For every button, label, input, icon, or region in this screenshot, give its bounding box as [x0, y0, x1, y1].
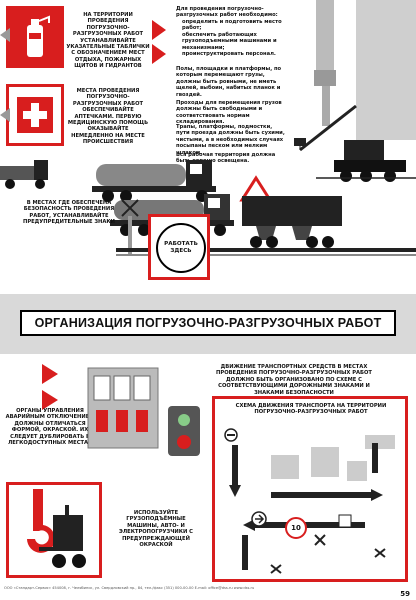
prep-intro: Для проведения погрузочно-разгрузочных р… — [176, 6, 278, 19]
traffic-scheme: СХЕМА ДВИЖЕНИЯ ТРАНСПОРТА НА ТЕРРИТОРИИ … — [212, 396, 408, 582]
speed-limit-value: 10 — [291, 524, 301, 532]
floors-text: Полы, площадки и платформы, по которым п… — [176, 66, 282, 98]
first-aid-text: МЕСТА ПРОВЕДЕНИЯ ПОГРУЗОЧНО-РАЗГРУЗОЧНЫХ… — [67, 88, 149, 146]
hook-forklift-icon — [27, 489, 86, 568]
page-number: 59 — [400, 590, 410, 598]
fire-extinguisher-icon — [9, 9, 61, 65]
prep-bullet-2: обеспечить работающих грузоподъемными ма… — [182, 32, 277, 51]
prep-bullet-1: определить и подготовить место работ; — [182, 19, 282, 32]
work-here-circle: РАБОТАТЬ ЗДЕСЬ — [156, 223, 206, 273]
traffic-scheme-diagram — [224, 428, 395, 574]
arrow-left-icon — [0, 108, 10, 122]
red-arrows-decor — [42, 364, 58, 410]
emergency-control-panel — [87, 367, 200, 456]
traffic-text: ДВИЖЕНИЕ ТРАНСПОРТНЫХ СРЕДСТВ В МЕСТАХ П… — [216, 364, 372, 396]
signs-text: НА ТЕРРИТОРИИ ПРОВЕДЕНИЯ ПОГРУЗОЧНО-РАЗГ… — [66, 12, 150, 70]
controls-text: ОРГАНЫ УПРАВЛЕНИЯ АВАРИЙНЫМ ОТКЛЮЧЕНИЕМ … — [5, 408, 95, 447]
lighting-text: Вся рабочая территория должна быть хорош… — [176, 152, 276, 165]
prep-bullet-3: проинструктировать персонал. — [182, 51, 276, 57]
scheme-title: СХЕМА ДВИЖЕНИЯ ТРАНСПОРТА НА ТЕРРИТОРИИ … — [235, 403, 387, 416]
passages-text: Проходы для перемещения грузов должны бы… — [176, 100, 282, 126]
first-aid-sign — [6, 84, 64, 146]
ramps-text: Трапы, платформы, подмостки, пути проезд… — [176, 124, 285, 156]
crane-illustration — [294, 0, 416, 182]
work-here-label: РАБОТАТЬ ЗДЕСЬ — [164, 241, 198, 254]
fire-extinguisher-sign — [6, 6, 64, 68]
machines-text: ИСПОЛЬЗУЙТЕ ГРУЗОПОДЪЁМНЫЕ МАШИНЫ, АВТО-… — [119, 510, 193, 549]
footer-publisher: ООО «Стандарт-Сервис» 454008, г. Челябин… — [4, 586, 255, 590]
railway-illustration — [116, 196, 416, 256]
speed-limit-sign: 10 — [285, 517, 307, 539]
truck-icon — [0, 160, 48, 189]
first-aid-cross-icon — [9, 87, 61, 143]
work-here-sign: РАБОТАТЬ ЗДЕСЬ — [148, 214, 210, 280]
page-title: ОРГАНИЗАЦИЯ ПОГРУЗОЧНО-РАЗГРУЗОЧНЫХ РАБО… — [20, 310, 396, 336]
hazard-signs-text: В МЕСТАХ ГДЕ ОБЕСПЕЧЕНА БЕЗОПАСНОСТЬ ПРО… — [23, 200, 115, 226]
red-arrows-decor — [152, 20, 166, 64]
arrow-left-icon — [0, 28, 10, 42]
forklift-sign — [6, 482, 102, 578]
